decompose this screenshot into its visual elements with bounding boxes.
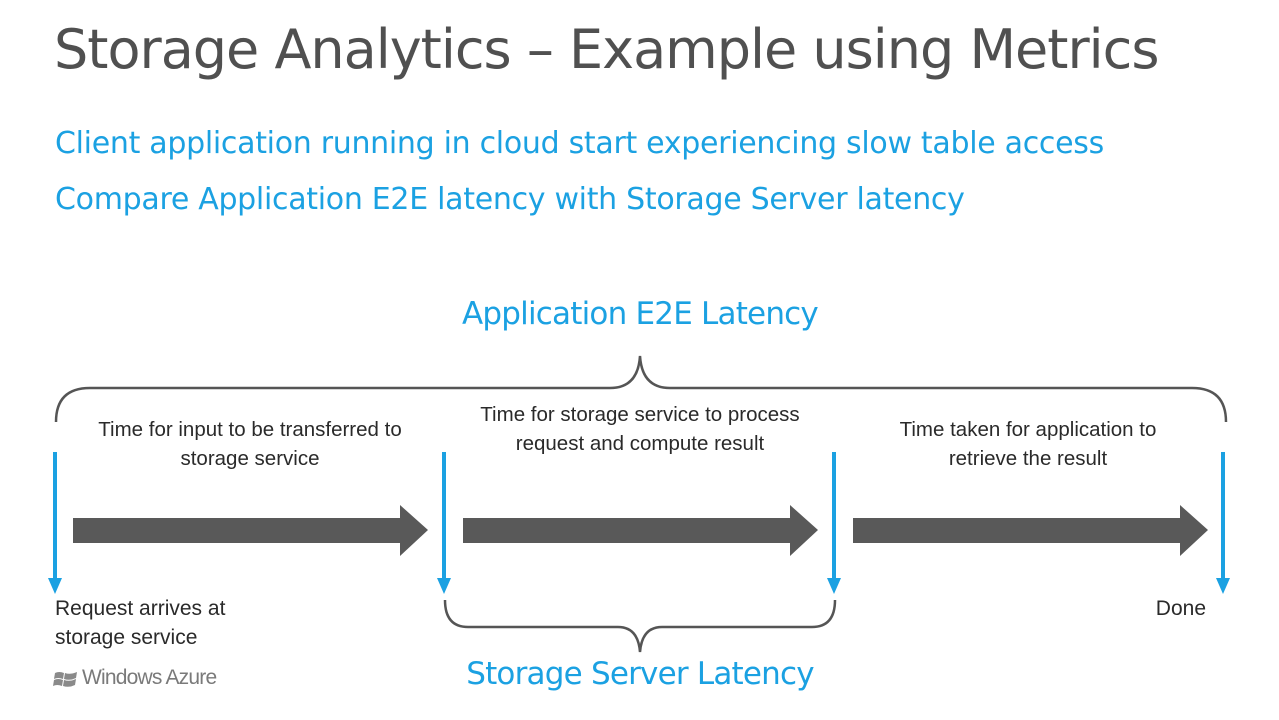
bullet-1: Client application running in cloud star…: [55, 126, 1104, 161]
segment-3-description: Time taken for application to retrieve t…: [848, 415, 1208, 473]
process-arrow-2: [463, 505, 818, 556]
process-arrow-1: [73, 505, 428, 556]
bottom-brace: [443, 599, 837, 653]
bullet-2: Compare Application E2E latency with Sto…: [55, 182, 965, 217]
marker-arrow-done: [1216, 452, 1230, 594]
slide-title: Storage Analytics – Example using Metric…: [54, 18, 1159, 81]
segment-2-text: Time for storage service to process requ…: [480, 403, 800, 455]
segment-1-description: Time for input to be transferred to stor…: [70, 415, 430, 473]
application-e2e-latency-label: Application E2E Latency: [462, 296, 819, 332]
process-arrow-3: [853, 505, 1208, 556]
segment-2-description: Time for storage service to process requ…: [455, 400, 825, 458]
end-label: Done: [1155, 597, 1206, 620]
windows-azure-logo-text: Windows Azure: [82, 666, 217, 689]
top-brace: [54, 355, 1228, 423]
segment-1-text: Time for input to be transferred to stor…: [98, 418, 402, 470]
marker-arrow-start: [48, 452, 62, 594]
storage-server-latency-label: Storage Server Latency: [466, 656, 814, 692]
start-label: Request arrives at storage service: [55, 594, 275, 652]
marker-arrow-storage-end: [827, 452, 841, 594]
windows-flag-icon: [53, 672, 77, 687]
segment-3-text: Time taken for application to retrieve t…: [899, 418, 1157, 470]
marker-arrow-storage-start: [437, 452, 451, 594]
start-label-text: Request arrives at storage service: [55, 597, 226, 649]
